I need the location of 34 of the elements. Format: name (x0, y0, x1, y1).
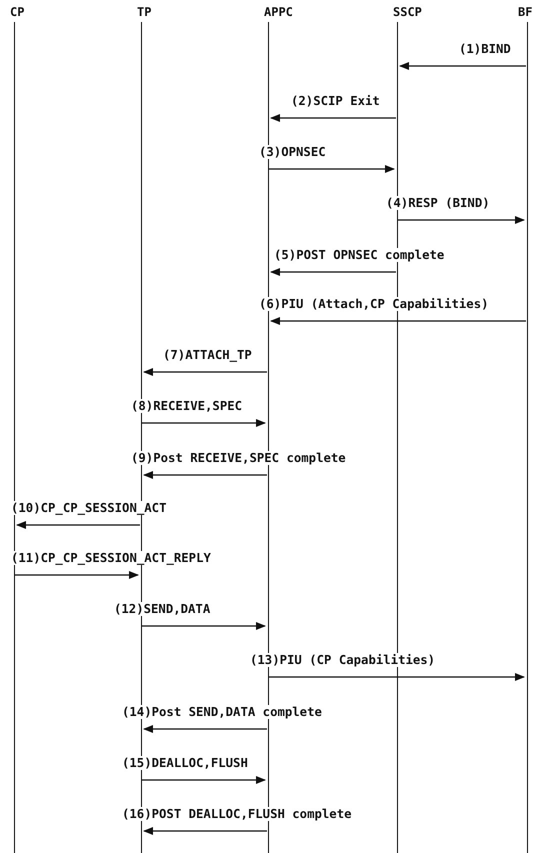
message-label: (14)Post SEND,DATA complete (121, 705, 323, 719)
message-label: (3)OPNSEC (258, 145, 327, 159)
message-arrow (143, 368, 267, 376)
message-arrow (398, 216, 525, 224)
lifeline-name: BF (518, 5, 532, 19)
message-label: (10)CP_CP_SESSION_ACT (10, 501, 168, 515)
message-label: (8)RECEIVE,SPEC (130, 399, 244, 413)
message-label: (5)POST OPNSEC complete (273, 248, 446, 262)
message-arrow (15, 571, 139, 579)
message-label: (7)ATTACH_TP (162, 348, 253, 362)
lifeline-name: SSCP (393, 5, 422, 19)
message-arrow (142, 622, 266, 630)
message-arrow (269, 673, 525, 681)
lifeline-name: APPC (264, 5, 293, 19)
message-arrow (143, 827, 267, 835)
message-arrow (270, 268, 396, 276)
message-arrow (142, 419, 266, 427)
lifeline-name: CP (10, 5, 24, 19)
lifeline-name: TP (137, 5, 152, 19)
message-label: (16)POST DEALLOC,FLUSH complete (121, 807, 353, 821)
message-label: (11)CP_CP_SESSION_ACT_REPLY (10, 551, 212, 565)
message-label: (9)Post RECEIVE,SPEC complete (130, 451, 347, 465)
message-arrow (143, 725, 267, 733)
message-label: (2)SCIP Exit (290, 94, 381, 108)
message-arrow (143, 471, 267, 479)
message-arrow (270, 114, 396, 122)
message-arrow (16, 521, 140, 529)
message-arrow (142, 776, 266, 784)
message-arrow (399, 62, 526, 70)
message-arrow (269, 165, 395, 173)
message-label: (15)DEALLOC,FLUSH (121, 756, 249, 770)
message-arrow (270, 317, 526, 325)
message-label: (1)BIND (458, 42, 512, 56)
message-label: (12)SEND,DATA (113, 602, 212, 616)
